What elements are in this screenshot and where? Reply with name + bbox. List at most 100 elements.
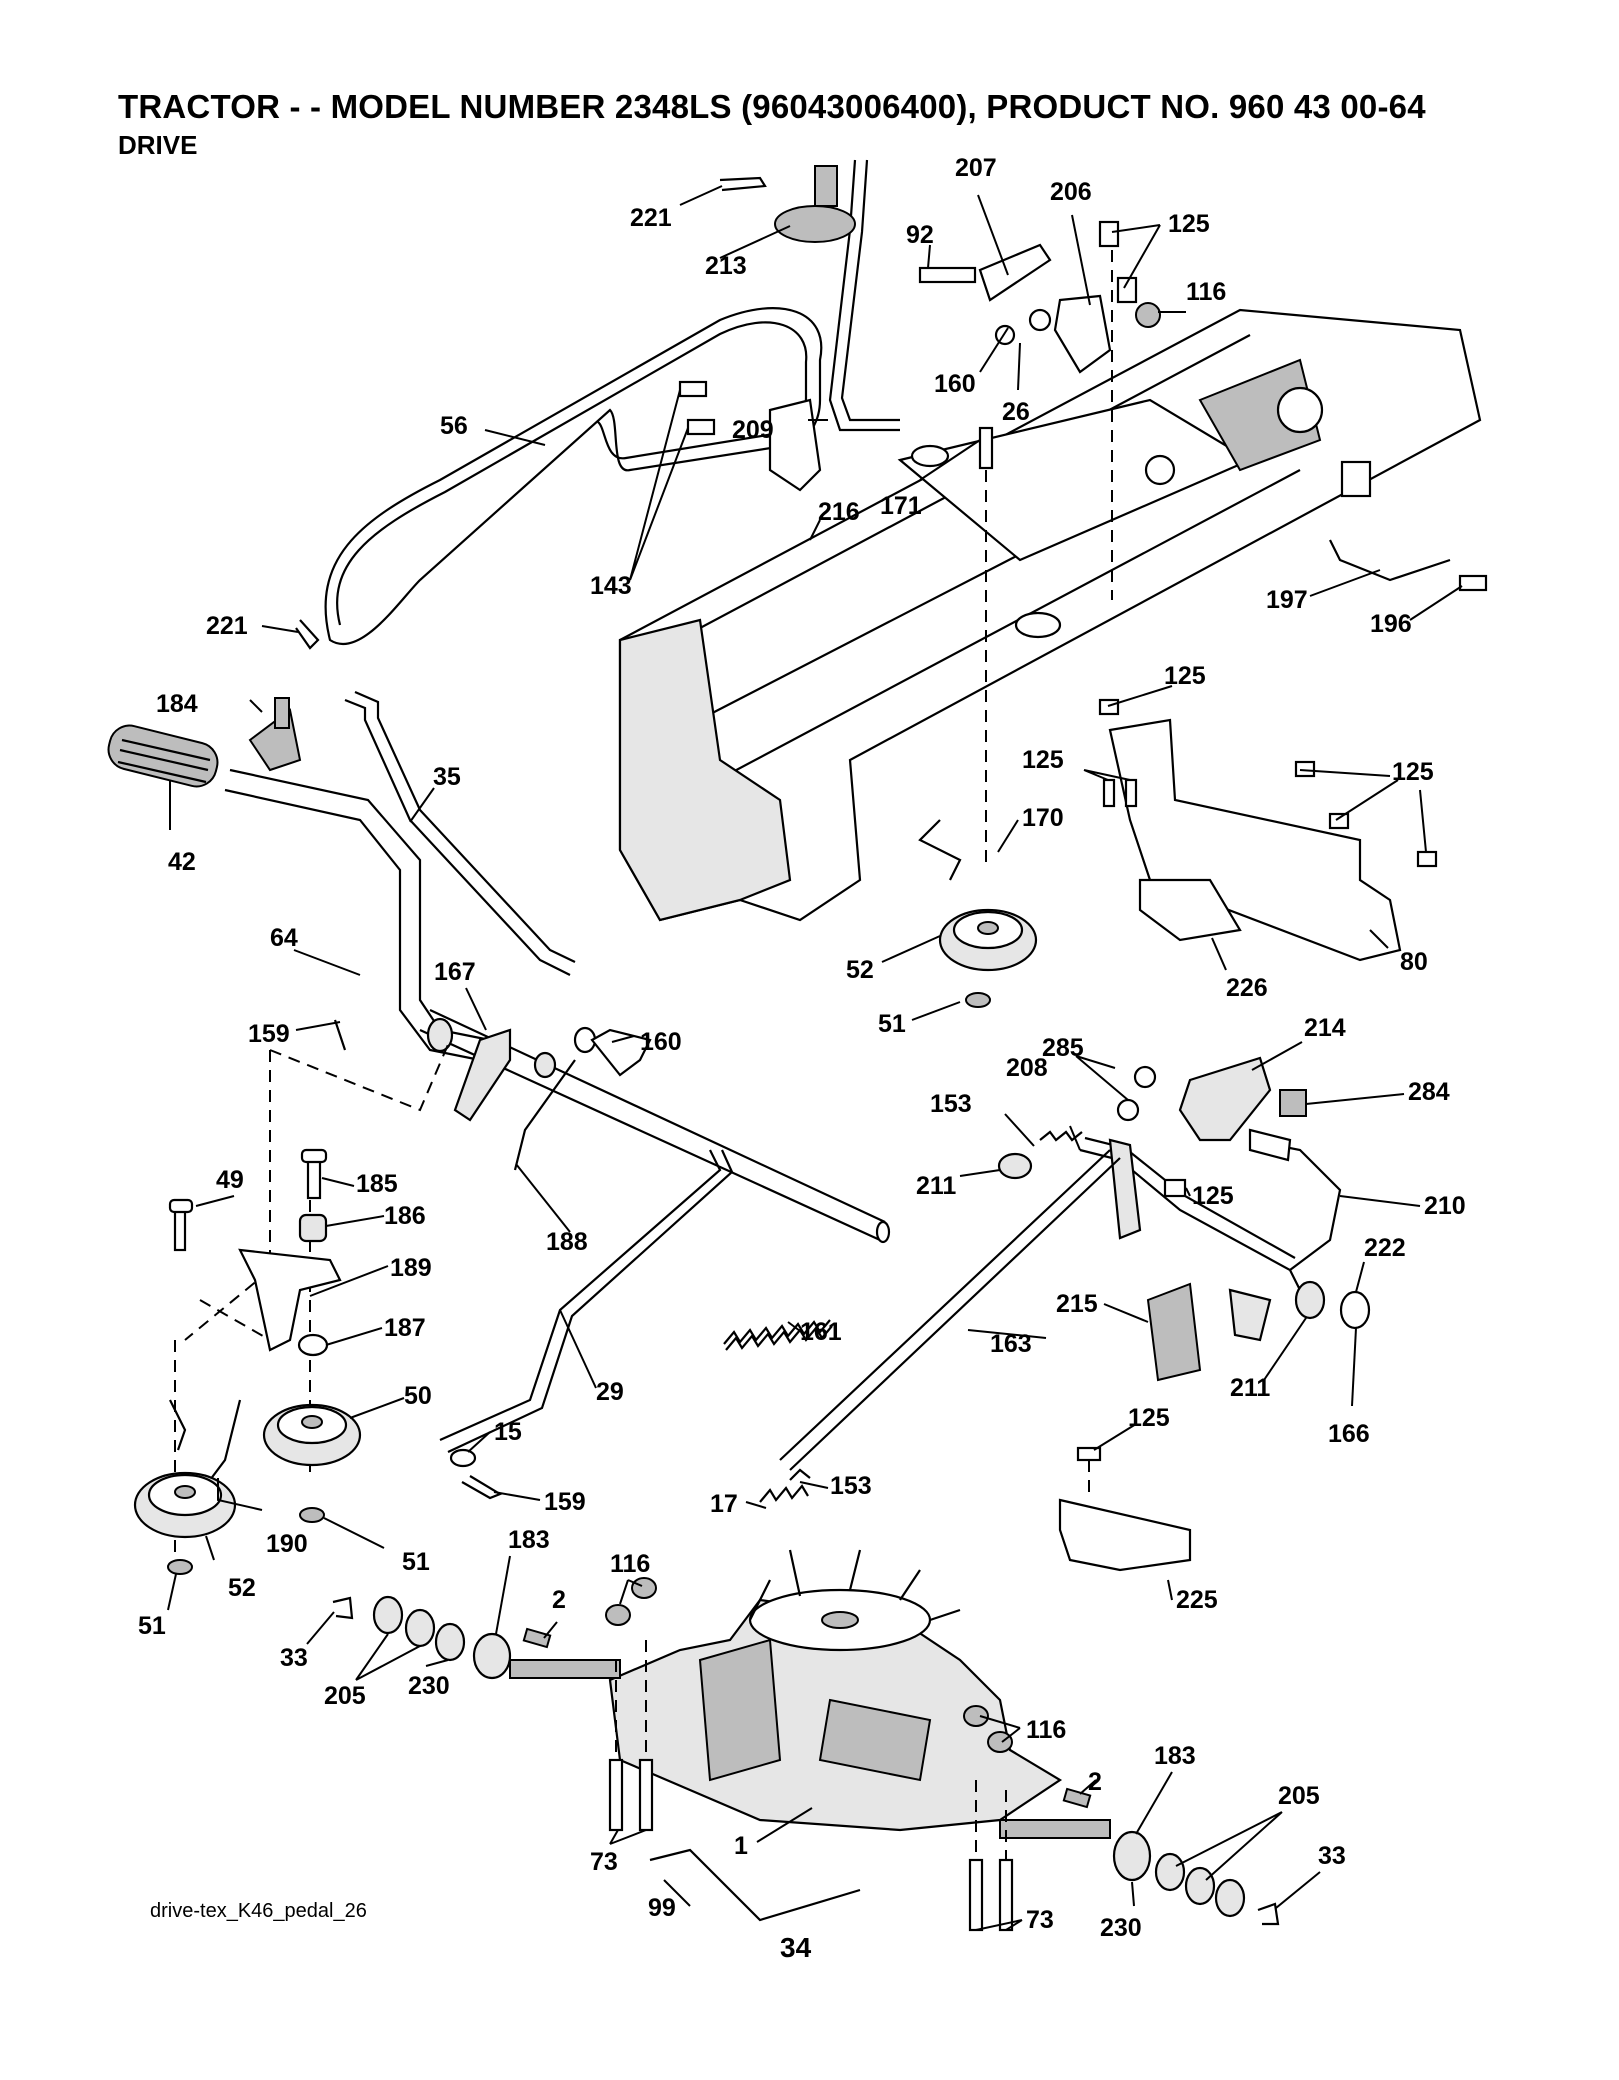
callout: 33	[1318, 1842, 1346, 1870]
callout: 214	[1304, 1014, 1346, 1042]
callout: 2	[552, 1586, 566, 1614]
page-title: TRACTOR - - MODEL NUMBER 2348LS (9604300…	[118, 88, 1426, 125]
callout: 153	[830, 1472, 872, 1500]
callout: 208	[1006, 1054, 1048, 1082]
callout: 159	[248, 1020, 290, 1048]
callout: 230	[1100, 1914, 1142, 1942]
callout: 211	[916, 1172, 956, 1200]
callout: 170	[1022, 804, 1064, 832]
callout: 226	[1226, 974, 1268, 1002]
callout: 205	[1278, 1782, 1320, 1810]
callout: 284	[1408, 1078, 1450, 1106]
bracket-225	[1058, 1498, 1192, 1572]
callout: 51	[878, 1010, 906, 1038]
callout: 196	[1370, 610, 1412, 638]
callout: 52	[228, 1574, 256, 1602]
callout: 116	[610, 1550, 650, 1578]
callout: 2	[1088, 1768, 1102, 1796]
callout: 17	[710, 1490, 738, 1518]
rod-197	[1329, 539, 1451, 582]
section-title: DRIVE	[118, 130, 198, 160]
callout: 33	[280, 1644, 308, 1672]
drive-belt	[324, 307, 823, 645]
bolt-171	[978, 426, 994, 470]
callout: 125	[1168, 210, 1210, 238]
callout: 1	[734, 1832, 748, 1860]
callout: 206	[1050, 178, 1092, 206]
callout: 215	[1056, 1290, 1098, 1318]
callout: 166	[1328, 1420, 1370, 1448]
callout-labels: 2 2 1 213 207 206 92 125 116 56 160 26 209…	[138, 154, 1466, 1942]
pedal-pad-214	[1178, 1056, 1272, 1142]
callout: 143	[590, 572, 632, 600]
callout: 205	[324, 1682, 366, 1710]
right-axle-hardware	[963, 1705, 1280, 1932]
callout: 216	[818, 498, 860, 526]
callout: 125	[1392, 758, 1434, 786]
page-number: 34	[780, 1932, 812, 1963]
callout: 213	[705, 252, 747, 280]
callout: 163	[990, 1330, 1032, 1358]
callout: 161	[800, 1318, 842, 1346]
callout: 56	[440, 412, 468, 440]
callout: 230	[408, 1672, 450, 1700]
callout: 116	[1186, 278, 1226, 306]
callout: 26	[1002, 398, 1030, 426]
bracket-216	[768, 398, 822, 492]
callout: 160	[640, 1028, 682, 1056]
callout: 51	[138, 1612, 166, 1640]
callout: 15	[494, 1418, 522, 1446]
callout: 197	[1266, 586, 1308, 614]
callout: 160	[934, 370, 976, 398]
callout: 125	[1022, 746, 1064, 774]
callout: 187	[384, 1314, 426, 1342]
callout: 188	[546, 1228, 588, 1256]
rod-35	[344, 698, 571, 976]
callout: 29	[596, 1378, 624, 1406]
callout: 80	[1400, 948, 1428, 976]
callout: 125	[1164, 662, 1206, 690]
callout: 209	[732, 416, 774, 444]
pulley-52-lower	[133, 1399, 242, 1575]
pedal-assembly	[779, 1128, 1371, 1471]
rod-188	[513, 1059, 576, 1171]
callout: 207	[955, 154, 997, 182]
callout: 185	[356, 1170, 398, 1198]
callout: 92	[906, 221, 934, 249]
drawing-file-reference: drive-tex_K46_pedal_26	[150, 1900, 367, 1922]
callout: 285	[1042, 1034, 1084, 1062]
shield-80	[1108, 718, 1402, 962]
bracket-hardware	[918, 220, 1161, 374]
callout: 183	[1154, 1742, 1196, 1770]
callout: 50	[404, 1382, 432, 1410]
pad-215	[1146, 1282, 1202, 1382]
callout: 183	[508, 1526, 550, 1554]
callout: 125	[1128, 1404, 1170, 1432]
callout: 35	[433, 763, 461, 791]
callout: 222	[1364, 1234, 1406, 1262]
callout: 64	[270, 924, 298, 952]
transaxle-1	[509, 1549, 1111, 1839]
plate-189	[238, 1248, 342, 1352]
callout: 189	[390, 1254, 432, 1282]
callout: 159	[544, 1488, 586, 1516]
callout: 210	[1424, 1192, 1466, 1220]
callout: 99	[648, 1894, 676, 1922]
knob-213	[774, 165, 856, 243]
rod-99	[649, 1848, 861, 1922]
callout: 184	[156, 690, 198, 718]
callout: 51	[402, 1548, 430, 1576]
callout: 73	[1026, 1906, 1054, 1934]
callout: 211	[1230, 1374, 1270, 1402]
callout: 125	[1192, 1182, 1234, 1210]
left-axle-hardware	[332, 1577, 657, 1832]
grip-42	[107, 724, 219, 788]
hairpin-clip-221	[719, 176, 767, 192]
callout: 167	[434, 958, 476, 986]
callout: 186	[384, 1202, 426, 1230]
bracket-226	[1138, 878, 1242, 942]
callout: 171	[880, 492, 922, 520]
spring-161	[725, 1325, 833, 1351]
pulley-52-upper	[918, 819, 1038, 1008]
